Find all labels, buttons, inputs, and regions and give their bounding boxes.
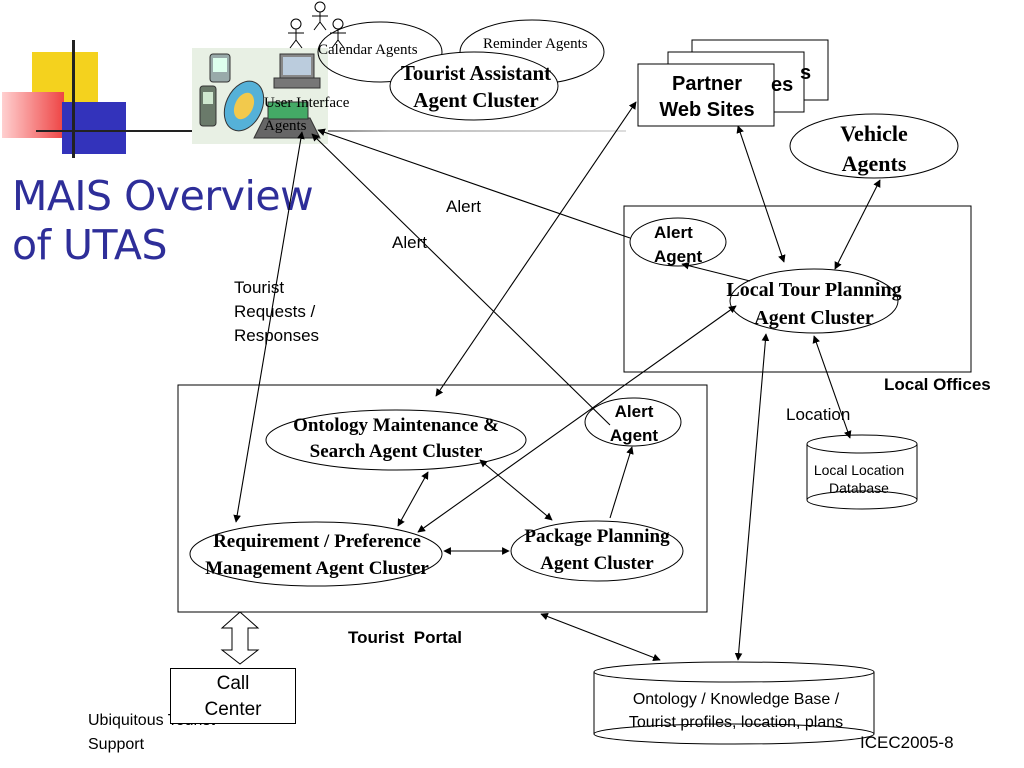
- kb-line1: Ontology / Knowledge Base /: [632, 691, 840, 708]
- deco-horizontal-line: [36, 130, 626, 132]
- partner-line1: Partner: [671, 73, 743, 95]
- vehicle-line2: Agents: [841, 151, 907, 176]
- ui-agents-line2: Agents: [264, 118, 307, 134]
- vehicle-agents-ellipse: [789, 113, 959, 179]
- arrow-localtour-db: [812, 335, 852, 439]
- vehicle-agents-label: Vehicle Agents: [800, 119, 948, 179]
- arrow-package-alert: [609, 446, 634, 519]
- local-db-line2: Database: [829, 480, 889, 496]
- requirement-label: Requirement / Preference Management Agen…: [176, 528, 458, 582]
- devices-icon: [199, 53, 321, 139]
- arrow-ui-requirement: [233, 131, 305, 523]
- alert-agent-portal-line1: Alert: [614, 402, 654, 421]
- alert-label-1: Alert: [446, 197, 481, 216]
- local-tour-label: Local Tour Planning Agent Cluster: [710, 276, 918, 332]
- devices-image: [192, 48, 328, 144]
- tourist-requests-label: Tourist Requests / Responses: [234, 276, 319, 348]
- partner-web-sites-label: Partner Web Sites: [640, 71, 774, 123]
- ontology-line2: Search Agent Cluster: [309, 441, 483, 462]
- local-tour-ellipse: [729, 268, 899, 334]
- arrow-alert-to-ui-1: [317, 128, 631, 239]
- local-location-db: [806, 434, 918, 510]
- arrow-ontology-package: [479, 459, 553, 521]
- location-label: Location: [786, 405, 851, 424]
- local-db-label: Local Location Database: [800, 461, 918, 497]
- arrow-portal-kb: [540, 612, 661, 662]
- arrow-localtour-kb: [734, 333, 770, 661]
- alert-label-2: Alert: [392, 233, 427, 252]
- call-center-box: Call Center: [170, 668, 296, 724]
- calendar-agents-label: Calendar Agents: [318, 42, 418, 58]
- vehicle-line1: Vehicle: [840, 121, 908, 146]
- deco-vertical-line: [72, 40, 75, 158]
- tourist-requests-line3: Responses: [234, 326, 320, 345]
- tourist-assistant-line1: Tourist Assistant: [400, 61, 552, 85]
- ontology-line1: Ontology Maintenance &: [293, 415, 499, 436]
- ui-agents-line1: User Interface: [264, 95, 350, 111]
- arrow-localtour-requirement: [417, 305, 737, 533]
- partner-back-fragment-1: s: [800, 62, 812, 84]
- requirement-line2: Management Agent Cluster: [205, 558, 429, 579]
- kb-line2: Tourist profiles, location, plans: [628, 714, 844, 731]
- tourist-assistant-label: Tourist Assistant Agent Cluster: [384, 60, 568, 114]
- ui-agents-label: User Interface Agents: [264, 92, 349, 138]
- arrow-ontology-partner: [435, 101, 637, 397]
- footer-left-line2: Support: [88, 736, 145, 753]
- call-center-line1: Call: [216, 673, 250, 694]
- tourist-assistant-line2: Agent Cluster: [413, 88, 539, 112]
- local-tour-line2: Agent Cluster: [754, 307, 874, 329]
- call-center-double-arrow: [220, 611, 260, 665]
- package-line1: Package Planning: [524, 526, 670, 547]
- footer-right: ICEC2005-8: [860, 733, 954, 752]
- arrow-partner-localtour: [736, 125, 786, 263]
- alert-agent-local-label: Alert Agent: [654, 221, 702, 269]
- arrow-localtour-alert: [681, 261, 751, 282]
- tourist-requests-line2: Requests /: [234, 302, 316, 321]
- arrow-ontology-requirement: [397, 471, 429, 527]
- arrow-vehicle-localtour: [834, 179, 881, 270]
- arrow-alert-to-ui-2: [311, 133, 611, 426]
- tourist-requests-line1: Tourist: [234, 278, 285, 297]
- partner-back-fragment-2: es: [771, 74, 794, 96]
- local-tour-line1: Local Tour Planning: [726, 279, 902, 301]
- package-line2: Agent Cluster: [540, 553, 654, 574]
- title-line-2: of UTAS: [12, 221, 168, 269]
- reminder-agents-label: Reminder Agents: [483, 36, 588, 52]
- knowledge-base-label: Ontology / Knowledge Base / Tourist prof…: [596, 688, 876, 734]
- partner-box-front: [637, 63, 775, 127]
- requirement-line1: Requirement / Preference: [213, 531, 421, 552]
- package-label: Package Planning Agent Cluster: [506, 523, 688, 577]
- tourist-portal-label: Tourist Portal: [348, 628, 462, 647]
- requirement-ellipse: [189, 521, 443, 587]
- alert-agent-portal-line2: Agent: [609, 426, 659, 445]
- calendar-agents-ellipse: [317, 21, 443, 83]
- knowledge-base-db: [593, 661, 875, 745]
- local-offices-label: Local Offices: [884, 375, 991, 394]
- call-center-line2: Center: [204, 699, 262, 720]
- alert-agent-portal-label: Alert Agent: [596, 400, 672, 448]
- local-db-line1: Local Location: [813, 462, 905, 478]
- stick-figures-icon: [288, 1, 346, 49]
- ontology-label: Ontology Maintenance & Search Agent Clus…: [264, 413, 528, 465]
- alert-agent-local-line2: Agent: [654, 247, 703, 266]
- partner-line2: Web Sites: [659, 99, 755, 121]
- alert-agent-local-line1: Alert: [654, 223, 693, 242]
